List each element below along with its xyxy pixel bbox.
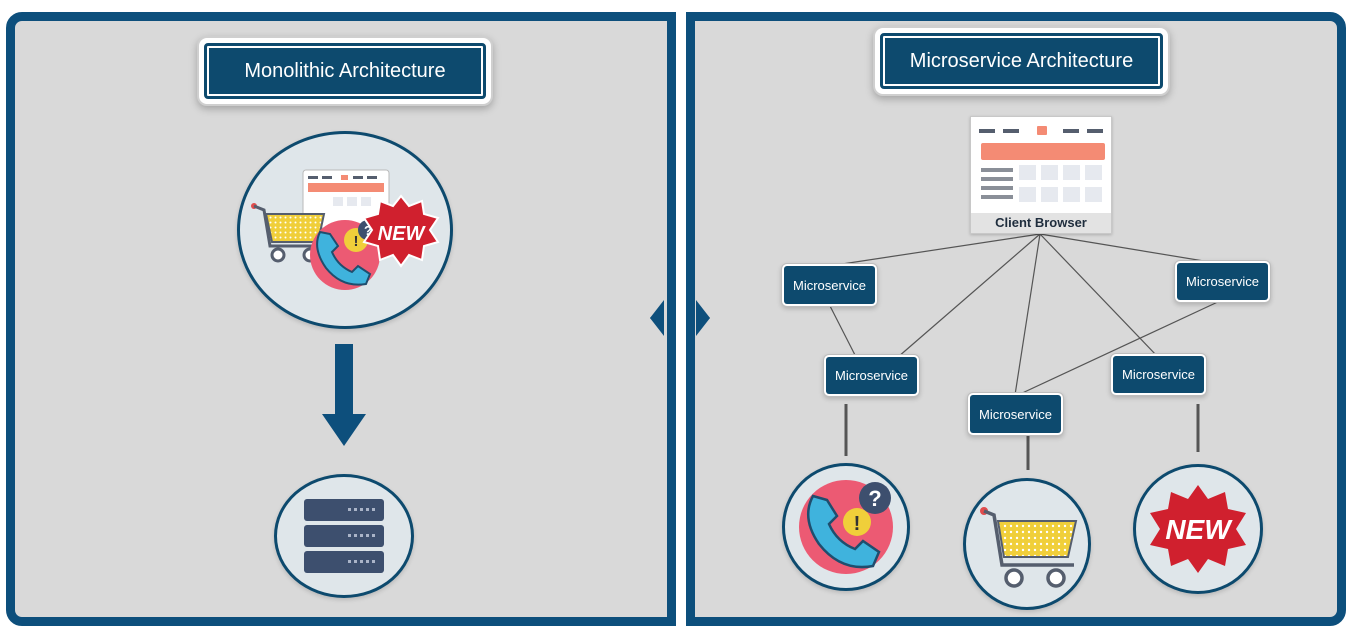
client-browser: Client Browser [970,116,1112,234]
new-badge-icon: NEW [362,194,440,268]
svg-text:?: ? [364,223,372,238]
client-browser-label: Client Browser [971,213,1111,233]
new-badge-icon: NEW [1150,485,1246,573]
svg-text:?: ? [868,486,881,511]
microservice-box: Microservice [826,357,917,394]
support-phone-icon: ! ? [310,220,380,290]
microservice-box: Microservice [1113,356,1204,393]
microservice-title: Microservice Architecture [880,33,1163,89]
shopping-cart-icon [251,203,326,263]
server-stack-icon [304,499,384,573]
monolithic-title-box: Monolithic Architecture [197,36,493,106]
down-arrow-icon [322,344,366,446]
microservice-title-box: Microservice Architecture [873,26,1170,96]
microservice-box: Microservice [1177,263,1268,300]
new-badge-label: NEW [378,223,427,245]
microservice-box: Microservice [970,395,1061,433]
new-badge-label: NEW [1165,514,1233,545]
shopping-cart-icon [980,507,1078,588]
svg-text:!: ! [854,513,861,535]
support-phone-icon: ! ? [799,480,893,574]
svg-text:!: ! [354,233,359,250]
microservice-box: Microservice [784,266,875,304]
monolithic-title: Monolithic Architecture [204,43,486,99]
browser-window-icon [979,126,1105,202]
